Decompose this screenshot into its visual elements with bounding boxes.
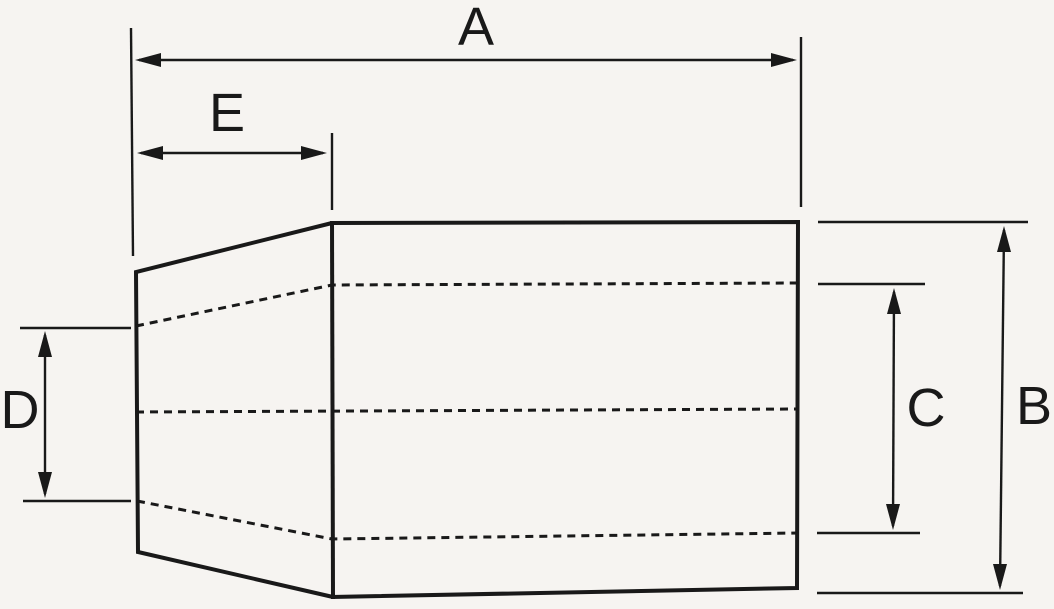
bore-lines (135, 281, 799, 541)
arrowhead-d-bottom (38, 472, 52, 498)
dimension-c: C (886, 288, 946, 530)
arrowhead-b-top (997, 226, 1011, 252)
dimension-e: E (137, 83, 327, 160)
bore-line-top (135, 281, 799, 328)
arrowhead-d-top (38, 331, 52, 357)
arrowhead-a-right (771, 53, 797, 67)
arrowhead-e-right (301, 146, 327, 160)
label-a: A (458, 0, 494, 57)
extension-lines (20, 27, 1028, 595)
arrowhead-c-bottom (886, 504, 900, 530)
center-line (135, 407, 799, 414)
arrowhead-b-bottom (993, 564, 1007, 590)
label-e: E (209, 83, 245, 143)
part-outline-body (329, 219, 801, 599)
bore-line-bottom (136, 499, 799, 541)
dim-line-b (998, 229, 1006, 587)
dimension-a: A (135, 0, 797, 67)
arrowhead-a-left (135, 53, 161, 67)
dimension-b: B (993, 226, 1052, 590)
dim-line-c (891, 291, 896, 527)
datum-line-left (129, 27, 135, 257)
dimension-d: D (1, 331, 52, 498)
label-b: B (1016, 376, 1052, 436)
arrowhead-c-top (887, 288, 901, 314)
label-c: C (907, 378, 946, 438)
label-d: D (1, 380, 40, 440)
arrowhead-e-left (137, 146, 163, 160)
part-outline-taper (133, 221, 334, 599)
